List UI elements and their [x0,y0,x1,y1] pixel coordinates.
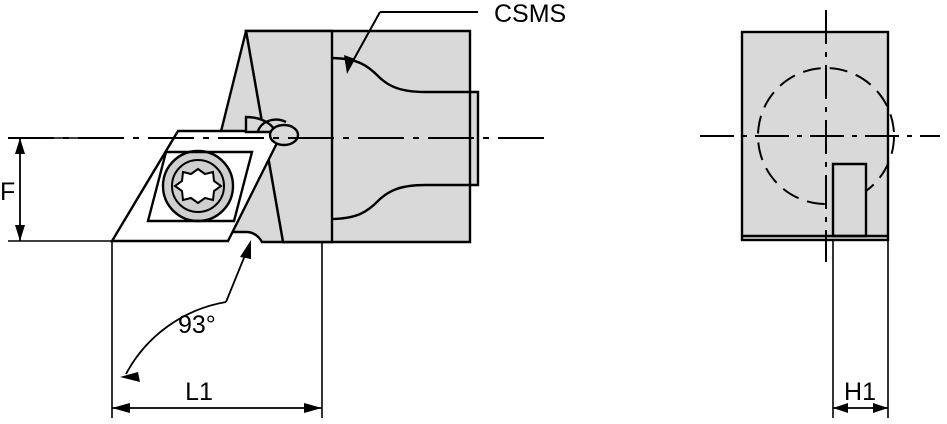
f-arrow-top [15,138,25,154]
end-view-slot [831,162,868,238]
torx-recess-icon [173,167,223,205]
side-view: F L1 93° CSMS [0,0,566,418]
insert-pocket-seat [146,150,254,223]
angle-arc [125,301,227,375]
label-h1: H1 [844,378,876,406]
h1-arrow-right [873,403,888,413]
end-view: H1 [700,10,940,418]
csms-leader-diagonal [348,11,381,69]
l1-arrow-right [304,403,322,413]
label-f: F [0,178,15,206]
f-arrow-bottom [15,225,25,241]
clamp-pivot-hole [268,123,300,147]
label-csms: CSMS [494,0,566,28]
insert-seat-arc [256,118,287,132]
angle-arrow-tail [120,372,140,382]
csms-arrow-head [344,55,355,74]
angle-arrow-head [240,240,251,259]
label-l1: L1 [185,378,213,406]
label-angle: 93° [178,311,216,339]
l1-arrow-left [112,403,130,413]
h1-arrow-left [833,403,848,413]
